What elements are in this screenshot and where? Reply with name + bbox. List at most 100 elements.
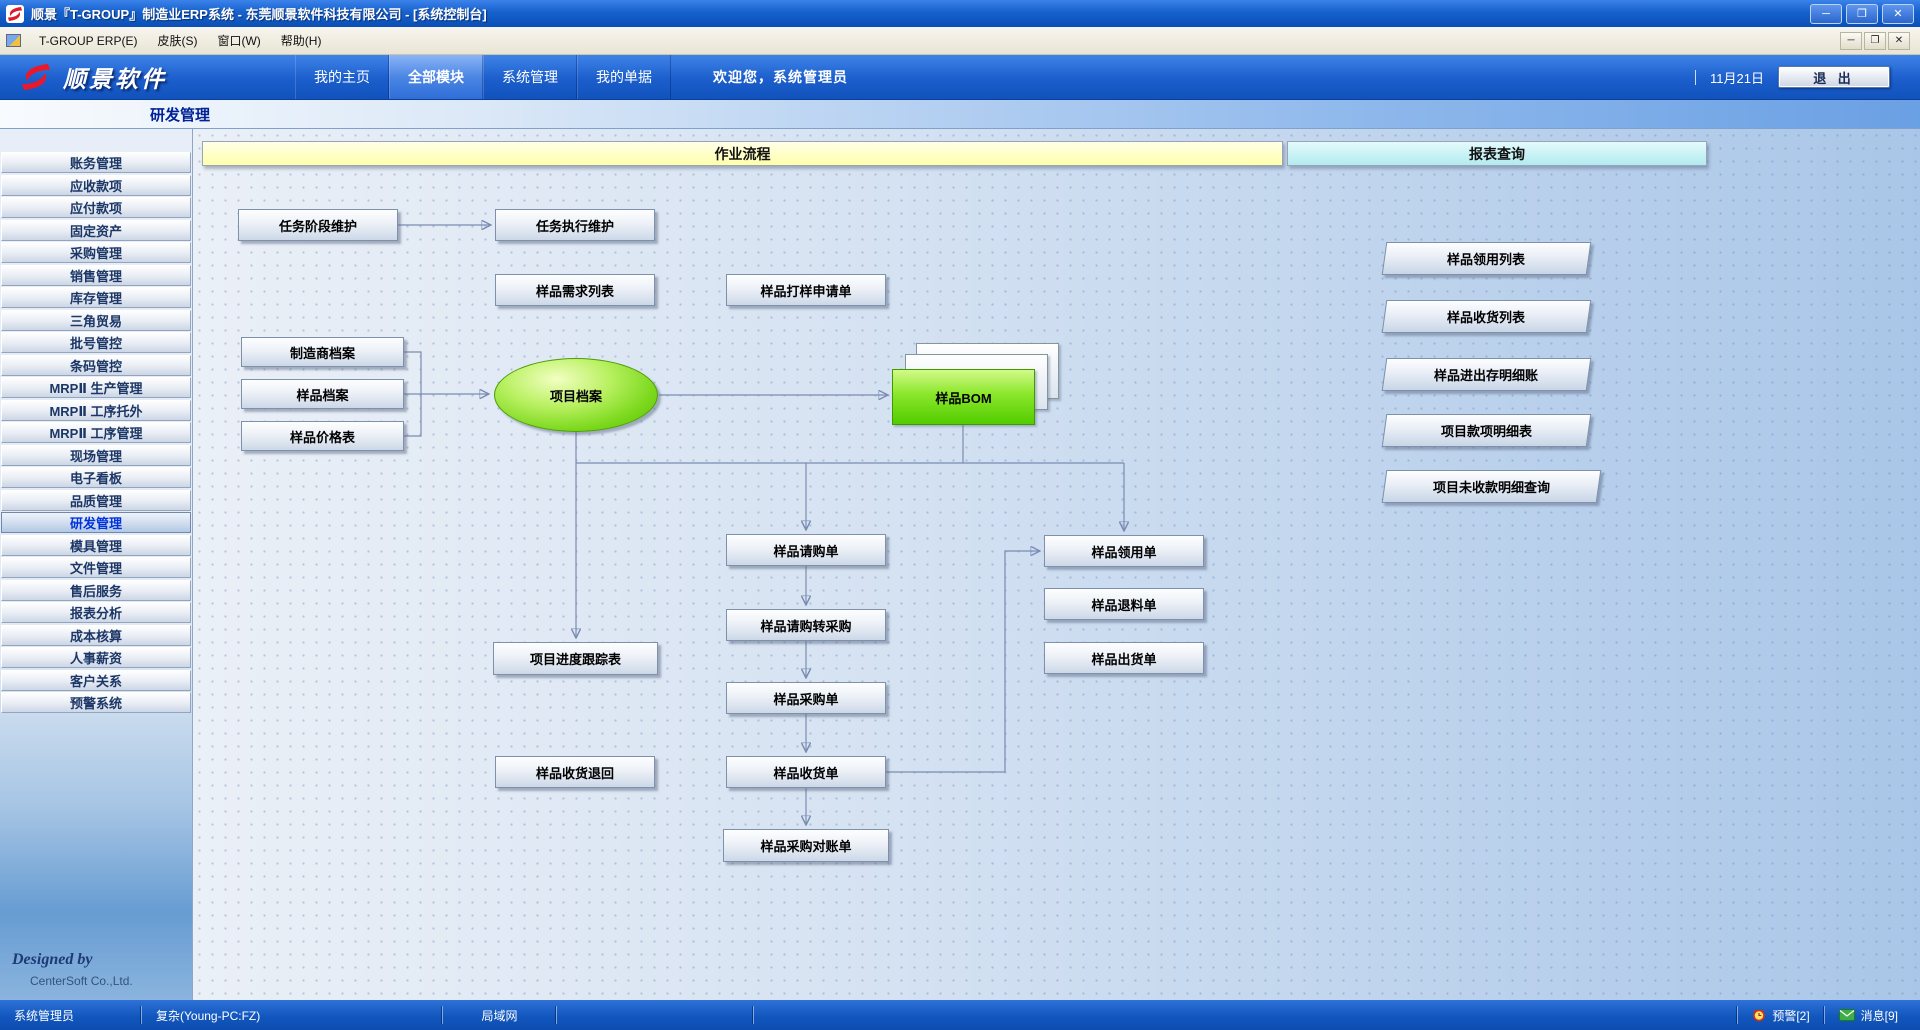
- flow-node-task-exec[interactable]: 任务执行维护: [495, 209, 655, 241]
- sidebar-item[interactable]: MRPⅡ 工序托外: [1, 399, 191, 421]
- status-station: 复杂(Young-PC:FZ): [142, 1000, 442, 1030]
- report-label: 样品领用列表: [1447, 252, 1526, 267]
- report-label: 项目款项明细表: [1440, 424, 1532, 439]
- sidebar-item[interactable]: 品质管理: [1, 489, 191, 511]
- window-controls: ─ ❐ ✕: [1810, 3, 1914, 24]
- section-header-process: 作业流程: [202, 141, 1283, 166]
- sidebar-item[interactable]: 条码管控: [1, 354, 191, 376]
- sidebar-item[interactable]: 账务管理: [1, 152, 191, 173]
- alarm-icon: [1752, 1008, 1766, 1022]
- sidebar-item[interactable]: 采购管理: [1, 242, 191, 263]
- menu-skin[interactable]: 皮肤(S): [157, 34, 198, 48]
- report-sample-receipt-list[interactable]: 样品收货列表: [1381, 300, 1592, 333]
- sidebar-item[interactable]: 预警系统: [1, 692, 191, 713]
- status-empty-segment: [557, 1000, 753, 1030]
- sidebar-item[interactable]: 应付款项: [1, 197, 191, 218]
- sidebar-item[interactable]: 报表分析: [1, 602, 191, 623]
- alerts-button[interactable]: 预警[2]: [1738, 1000, 1823, 1030]
- app-header-banner: 顺景软件 我的主页 全部模块 系统管理 我的单据 欢迎您，系统管理员 11月21…: [0, 55, 1920, 100]
- messages-button[interactable]: 消息[9]: [1825, 1000, 1920, 1030]
- sidebar-item[interactable]: 现场管理: [1, 444, 191, 466]
- status-divider: [442, 1006, 443, 1024]
- flow-node-manufacturer-archive[interactable]: 制造商档案: [241, 337, 404, 367]
- window-restore-button[interactable]: ❐: [1846, 3, 1878, 24]
- tab-my-home[interactable]: 我的主页: [295, 55, 389, 99]
- tab-my-documents[interactable]: 我的单据: [577, 55, 671, 99]
- sidebar-item[interactable]: 模具管理: [1, 534, 191, 556]
- status-user: 系统管理员: [0, 1000, 141, 1030]
- sidebar-item[interactable]: 批号管控: [1, 332, 191, 353]
- welcome-text: 欢迎您，系统管理员: [713, 69, 848, 85]
- flow-node-sample-purchase-order[interactable]: 样品采购单: [726, 682, 886, 714]
- flow-node-sample-purchase-reconciliation[interactable]: 样品采购对账单: [723, 829, 889, 862]
- menu-help[interactable]: 帮助(H): [280, 34, 322, 48]
- bom-front-card[interactable]: 样品BOM: [892, 369, 1035, 425]
- sidebar-item[interactable]: 电子看板: [1, 467, 191, 488]
- flow-node-sample-requisition[interactable]: 样品请购单: [726, 534, 886, 566]
- flow-node-requisition-to-purchase[interactable]: 样品请购转采购: [726, 609, 886, 641]
- exit-button[interactable]: 退 出: [1778, 66, 1890, 88]
- status-divider: [753, 1006, 754, 1024]
- window-title: 顺景『T-GROUP』制造业ERP系统 - 东莞顺景软件科技有限公司 - [系统…: [31, 7, 487, 22]
- flow-node-sample-bom[interactable]: 样品BOM: [892, 343, 1059, 425]
- flow-node-sample-demand-list[interactable]: 样品需求列表: [495, 274, 655, 306]
- mail-icon: [1838, 1009, 1855, 1021]
- report-sample-issue-list[interactable]: 样品领用列表: [1381, 242, 1592, 275]
- main-nav-tabs: 我的主页 全部模块 系统管理 我的单据: [295, 55, 671, 99]
- mdi-close-button[interactable]: ✕: [1888, 31, 1910, 50]
- window-titlebar: 顺景『T-GROUP』制造业ERP系统 - 东莞顺景软件科技有限公司 - [系统…: [0, 0, 1920, 27]
- sidebar-item[interactable]: 客户关系: [1, 669, 191, 691]
- menu-tgroup-erp[interactable]: T-GROUP ERP(E): [39, 33, 138, 48]
- flow-node-sample-proof-request[interactable]: 样品打样申请单: [726, 274, 886, 306]
- app-logo-icon: [6, 4, 24, 23]
- sidebar-item[interactable]: 应收款项: [1, 174, 191, 196]
- report-project-payment-detail[interactable]: 项目款项明细表: [1381, 414, 1592, 447]
- flow-node-task-stage[interactable]: 任务阶段维护: [238, 209, 398, 241]
- brand-logo-icon: [22, 64, 50, 90]
- banner-right-area: 11月21日 退 出: [1695, 55, 1920, 99]
- report-project-unreceived-detail[interactable]: 项目未收款明细查询: [1381, 470, 1602, 503]
- mdi-restore-button[interactable]: ❐: [1864, 31, 1886, 50]
- flow-node-sample-shipment[interactable]: 样品出货单: [1044, 642, 1204, 674]
- page-title-bar: 研发管理: [0, 100, 1920, 129]
- flow-node-sample-archive[interactable]: 样品档案: [241, 379, 404, 409]
- sidebar-item[interactable]: 库存管理: [1, 287, 191, 308]
- sidebar-item[interactable]: MRPⅡ 工序管理: [1, 422, 191, 443]
- sidebar-item-selected[interactable]: 研发管理: [1, 512, 191, 533]
- flow-node-project-progress-tracking[interactable]: 项目进度跟踪表: [493, 642, 658, 675]
- sidebar-item[interactable]: 文件管理: [1, 557, 191, 578]
- designed-by-text: Designed by: [12, 951, 93, 968]
- sidebar-item[interactable]: 三角贸易: [1, 309, 191, 331]
- status-divider: [1737, 1006, 1739, 1024]
- page-title: 研发管理: [150, 106, 211, 124]
- window-minimize-button[interactable]: ─: [1810, 3, 1842, 24]
- date-divider: [1695, 69, 1697, 85]
- flow-node-sample-price-list[interactable]: 样品价格表: [241, 421, 404, 451]
- flowchart-canvas: 作业流程 报表查询 任务阶段维护 任务执行维护 样品需求列表 样品打样申请单 制…: [193, 129, 1920, 1000]
- flow-node-sample-receipt[interactable]: 样品收货单: [726, 756, 886, 788]
- status-divider: [1823, 1006, 1825, 1024]
- mdi-minimize-button[interactable]: ─: [1840, 31, 1862, 50]
- sidebar-item[interactable]: 成本核算: [1, 624, 191, 646]
- sidebar-item[interactable]: 销售管理: [1, 264, 191, 286]
- sidebar-item[interactable]: 人事薪资: [1, 647, 191, 668]
- tab-all-modules[interactable]: 全部模块: [389, 55, 483, 99]
- sidebar-item[interactable]: 售后服务: [1, 579, 191, 601]
- menu-window[interactable]: 窗口(W): [217, 34, 261, 48]
- brand-logo: 顺景软件: [0, 55, 295, 99]
- sidebar-item[interactable]: 固定资产: [1, 219, 191, 241]
- sidebar-item[interactable]: MRPⅡ 生产管理: [1, 377, 191, 398]
- report-label: 项目未收款明细查询: [1432, 480, 1550, 495]
- flow-node-sample-receipt-return[interactable]: 样品收货退回: [495, 756, 655, 788]
- menu-bar: T-GROUP ERP(E) 皮肤(S) 窗口(W) 帮助(H) ─ ❐ ✕: [0, 27, 1920, 55]
- status-network-text: 局域网: [481, 1008, 518, 1023]
- flow-node-sample-material-return[interactable]: 样品退料单: [1044, 588, 1204, 620]
- report-sample-inout-ledger[interactable]: 样品进出存明细账: [1381, 358, 1592, 391]
- report-label: 样品进出存明细账: [1434, 368, 1539, 383]
- tab-system-management[interactable]: 系统管理: [483, 55, 577, 99]
- flow-node-sample-issue[interactable]: 样品领用单: [1044, 535, 1204, 567]
- mdi-window-controls: ─ ❐ ✕: [1840, 31, 1914, 50]
- flow-node-project-archive[interactable]: 项目档案: [494, 358, 658, 432]
- window-close-button[interactable]: ✕: [1882, 3, 1914, 24]
- status-bar: 系统管理员 复杂(Young-PC:FZ) 局域网 预警[2] 消息[9]: [0, 1000, 1920, 1030]
